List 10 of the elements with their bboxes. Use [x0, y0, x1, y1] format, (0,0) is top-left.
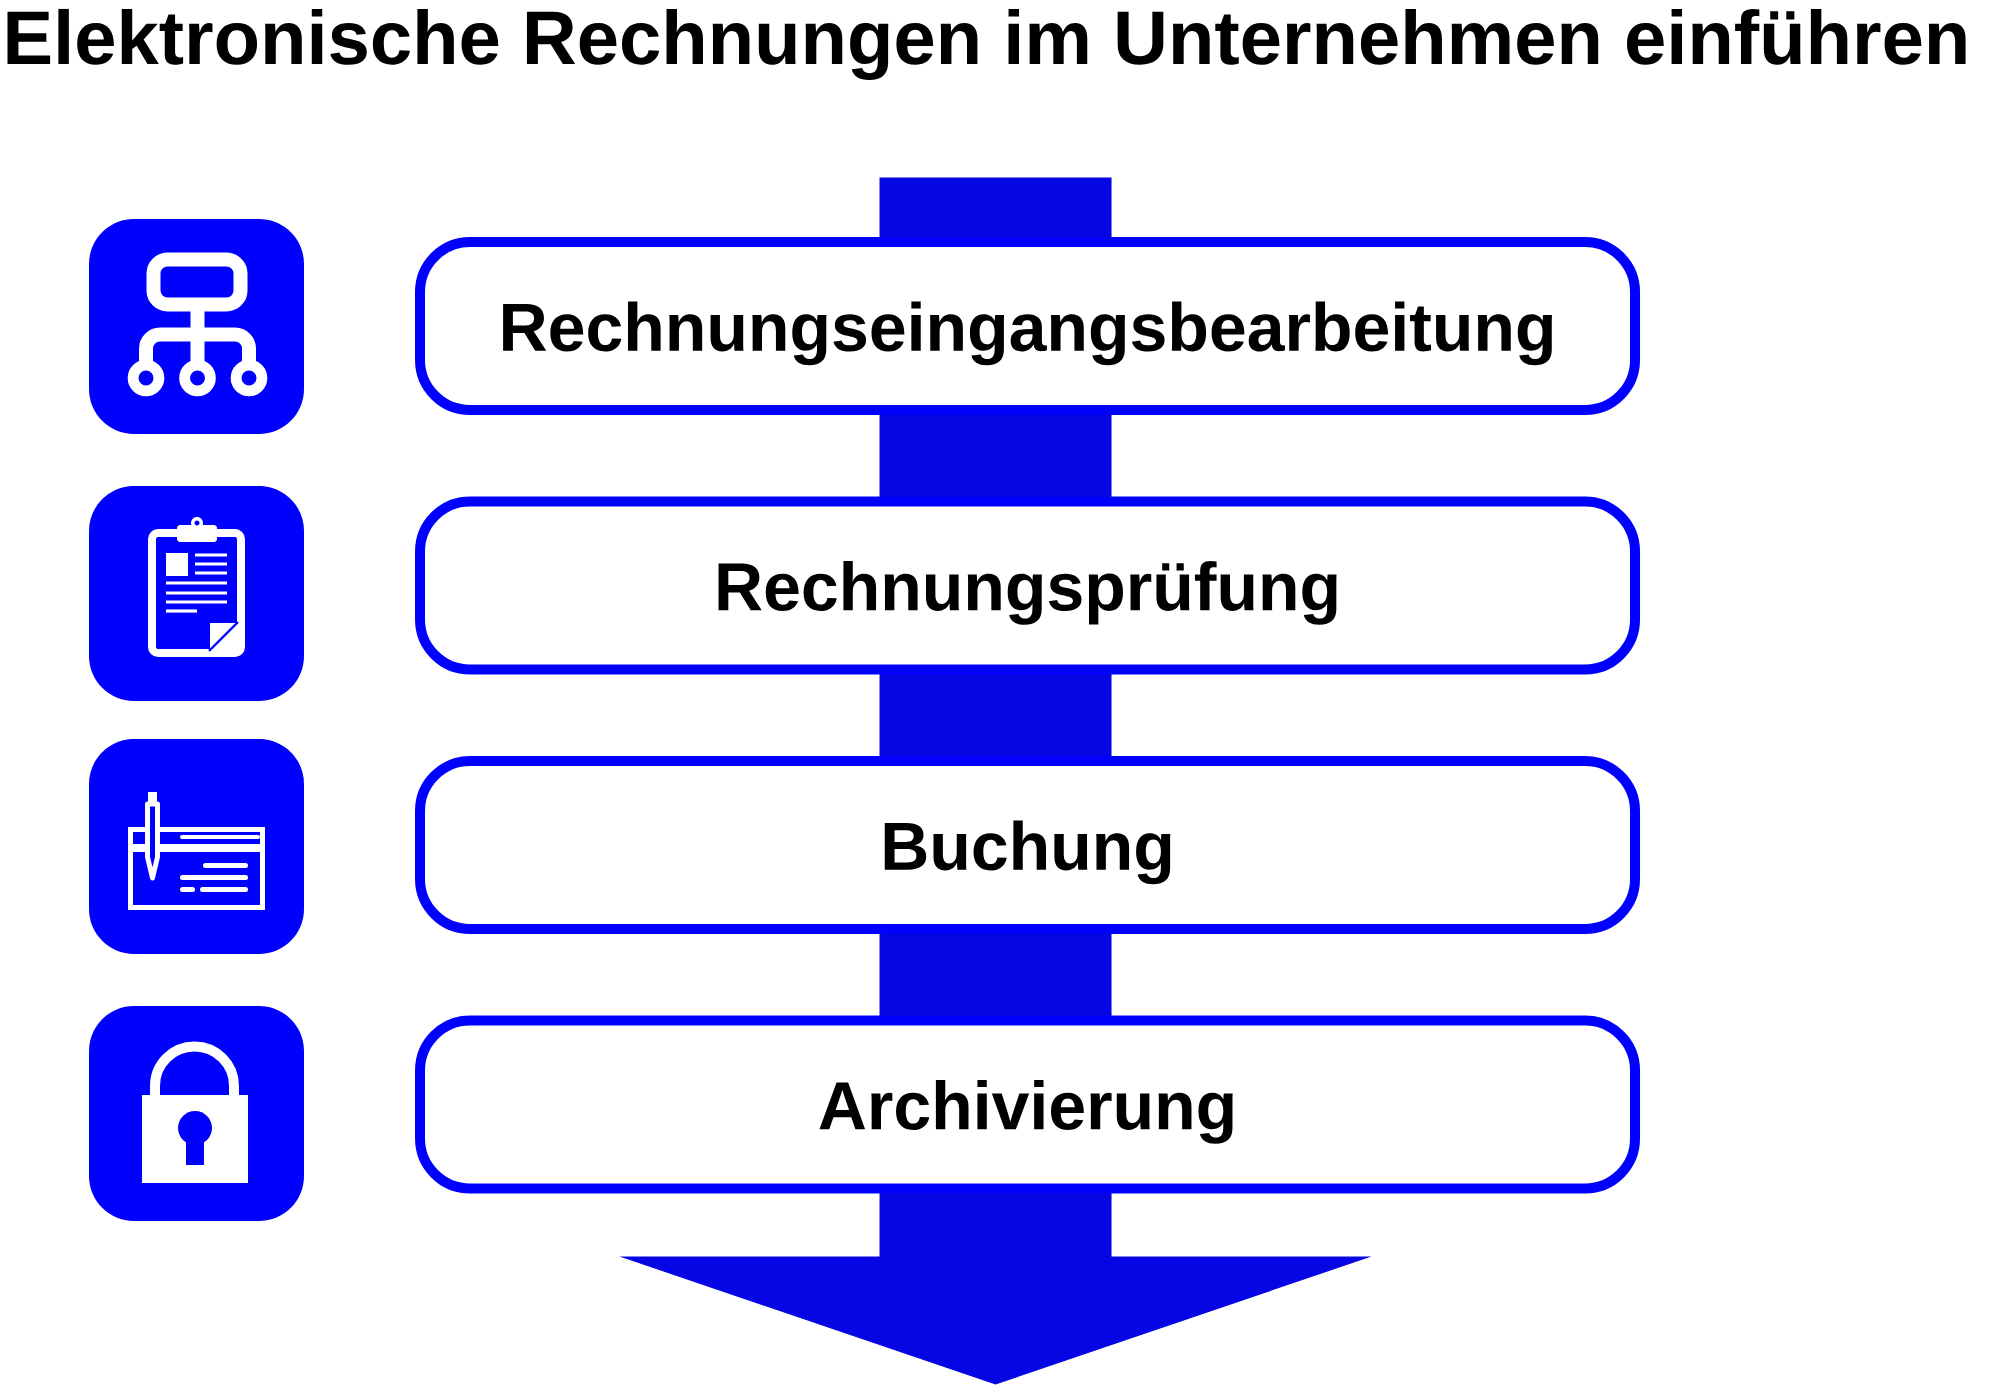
flow-arrow — [879, 414, 1112, 497]
step-box: Rechnungseingangsbearbeitung — [415, 237, 1641, 415]
flow-arrow — [879, 674, 1112, 757]
step-box: Archivierung — [415, 1015, 1641, 1194]
step-box: Rechnungsprüfung — [415, 496, 1641, 675]
flow-arrow — [622, 1193, 1369, 1385]
flow-arrow — [879, 177, 1112, 238]
title: Elektronische Rechnungen im Unternehmen einführen — [7, 8, 1966, 81]
step-box: Buchung — [415, 756, 1641, 934]
flow-arrow — [879, 933, 1112, 1016]
